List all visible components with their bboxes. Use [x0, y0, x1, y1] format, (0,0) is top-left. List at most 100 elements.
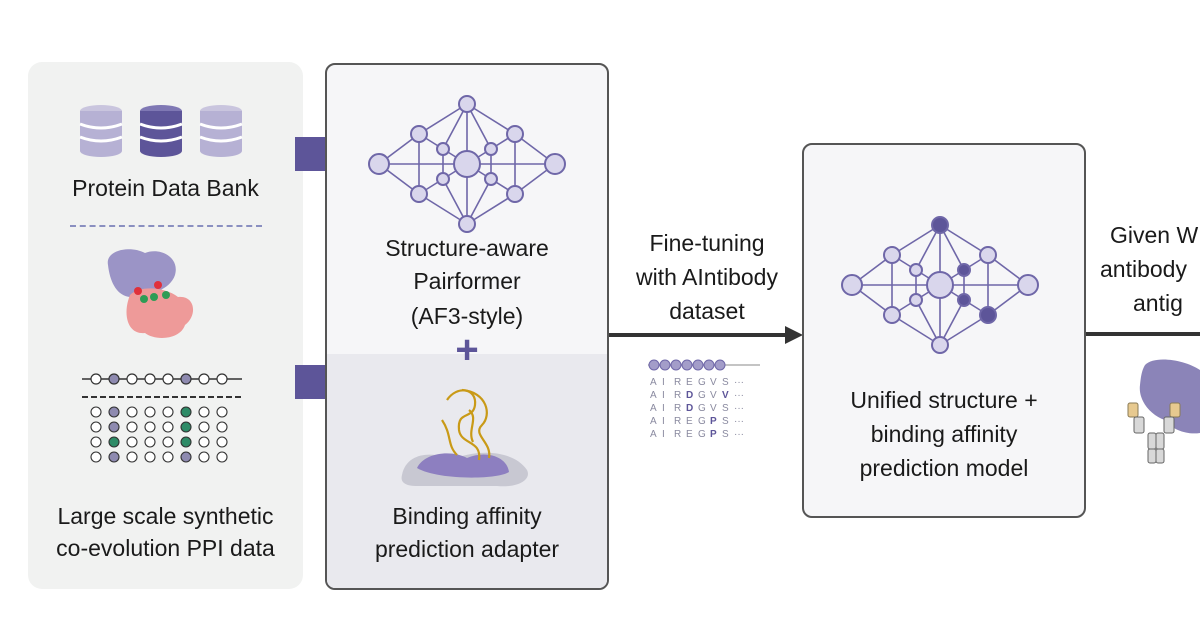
unified-model-panel: [802, 143, 1086, 518]
network-node: [484, 172, 498, 186]
sequence-residue: V: [710, 390, 717, 401]
sequence-residue: V: [710, 403, 717, 414]
sequence-residue: R: [674, 390, 681, 401]
sequence-node: [659, 359, 671, 371]
sequence-node: [714, 359, 726, 371]
unified-label-1: Unified structure +: [850, 387, 1038, 413]
msa-cell: [144, 421, 156, 433]
output-arrow: [1086, 332, 1200, 336]
sequence-residue: P: [710, 416, 717, 427]
network-node: [931, 216, 949, 234]
msa-cell: [216, 421, 228, 433]
finetune-label-1: Fine-tuning: [649, 230, 765, 256]
sequence-residue: R: [674, 416, 681, 427]
pdb-label: Protein Data Bank: [72, 175, 259, 201]
sequence-residue: ···: [734, 390, 744, 401]
sequence-residue: A: [650, 377, 657, 388]
msa-cell: [162, 406, 174, 418]
sequence-residue: S: [722, 416, 729, 427]
sequence-residue: I: [662, 429, 665, 440]
database-icon: [79, 105, 123, 157]
network-edge: [466, 193, 516, 225]
unified-label-3: prediction model: [859, 455, 1029, 481]
msa-cell: [144, 451, 156, 463]
network-edge: [891, 224, 941, 256]
network-node: [841, 274, 863, 296]
network-node: [883, 246, 901, 264]
antibody-antigen-icon: [1127, 359, 1200, 464]
msa-cell: [216, 406, 228, 418]
dashed-divider: [70, 225, 262, 227]
sequence-residue: E: [686, 377, 693, 388]
sequence-residue: V: [722, 390, 729, 401]
msa-cell: [198, 406, 210, 418]
sequence-residue: A: [650, 390, 657, 401]
sequence-residue: I: [662, 416, 665, 427]
finetune-arrow: [609, 326, 803, 344]
coevolution-msa-icon: [82, 373, 242, 463]
sequence-residue: ···: [734, 416, 744, 427]
sequence-residue: D: [686, 390, 693, 401]
network-node: [368, 153, 390, 175]
msa-cell: [198, 421, 210, 433]
msa-cell: [108, 436, 120, 448]
output-label-3: antig: [1133, 290, 1183, 316]
finetune-label-2: with AIntibody: [636, 264, 778, 290]
msa-cell: [126, 436, 138, 448]
msa-cell: [180, 406, 192, 418]
unified-network-icon: [841, 216, 1039, 354]
sequence-residue: P: [710, 429, 717, 440]
network-node: [979, 246, 997, 264]
network-node: [458, 95, 476, 113]
sequence-residue: A: [650, 403, 657, 414]
msa-cell: [180, 436, 192, 448]
network-node: [931, 336, 949, 354]
protein-interaction-icon: [107, 249, 194, 338]
network-node: [979, 306, 997, 324]
sequence-residue: I: [662, 403, 665, 414]
msa-cell: [108, 451, 120, 463]
sequence-residue: I: [662, 390, 665, 401]
network-node: [410, 125, 428, 143]
sequence-residue: G: [698, 403, 706, 414]
msa-cell: [144, 406, 156, 418]
sequence-residue: E: [686, 429, 693, 440]
sequence-residue: D: [686, 403, 693, 414]
msa-cell: [198, 451, 210, 463]
sequence-residue: R: [674, 377, 681, 388]
sequence-node: [648, 359, 660, 371]
sequence-residue: A: [650, 429, 657, 440]
sequence-residue: G: [698, 377, 706, 388]
synthetic-data-label-2: co-evolution PPI data: [56, 535, 275, 561]
network-node: [484, 142, 498, 156]
network-node: [926, 271, 954, 299]
synthetic-data-label: Large scale synthetic: [57, 503, 274, 529]
network-node: [436, 142, 450, 156]
antibody-antigen-structure-icon: [401, 388, 528, 487]
msa-cell: [216, 451, 228, 463]
network-node: [957, 293, 971, 307]
sequence-node: [670, 359, 682, 371]
msa-cell: [162, 421, 174, 433]
msa-cell: [144, 436, 156, 448]
sequence-residue: V: [710, 377, 717, 388]
sequence-node: [703, 359, 715, 371]
network-node: [909, 293, 923, 307]
network-node: [883, 306, 901, 324]
sequence-residue: E: [686, 416, 693, 427]
sequence-residue: R: [674, 429, 681, 440]
network-node: [1017, 274, 1039, 296]
network-edge: [466, 103, 516, 135]
sequence-residue: S: [722, 403, 729, 414]
msa-cell: [126, 406, 138, 418]
msa-cell: [108, 421, 120, 433]
network-node: [544, 153, 566, 175]
network-edge: [418, 193, 468, 225]
msa-cell: [198, 436, 210, 448]
sequence-residue: G: [698, 416, 706, 427]
plus-sign: +: [455, 328, 479, 372]
msa-cell: [90, 451, 102, 463]
network-edge: [939, 224, 989, 256]
sequence-residue: ···: [734, 377, 744, 388]
